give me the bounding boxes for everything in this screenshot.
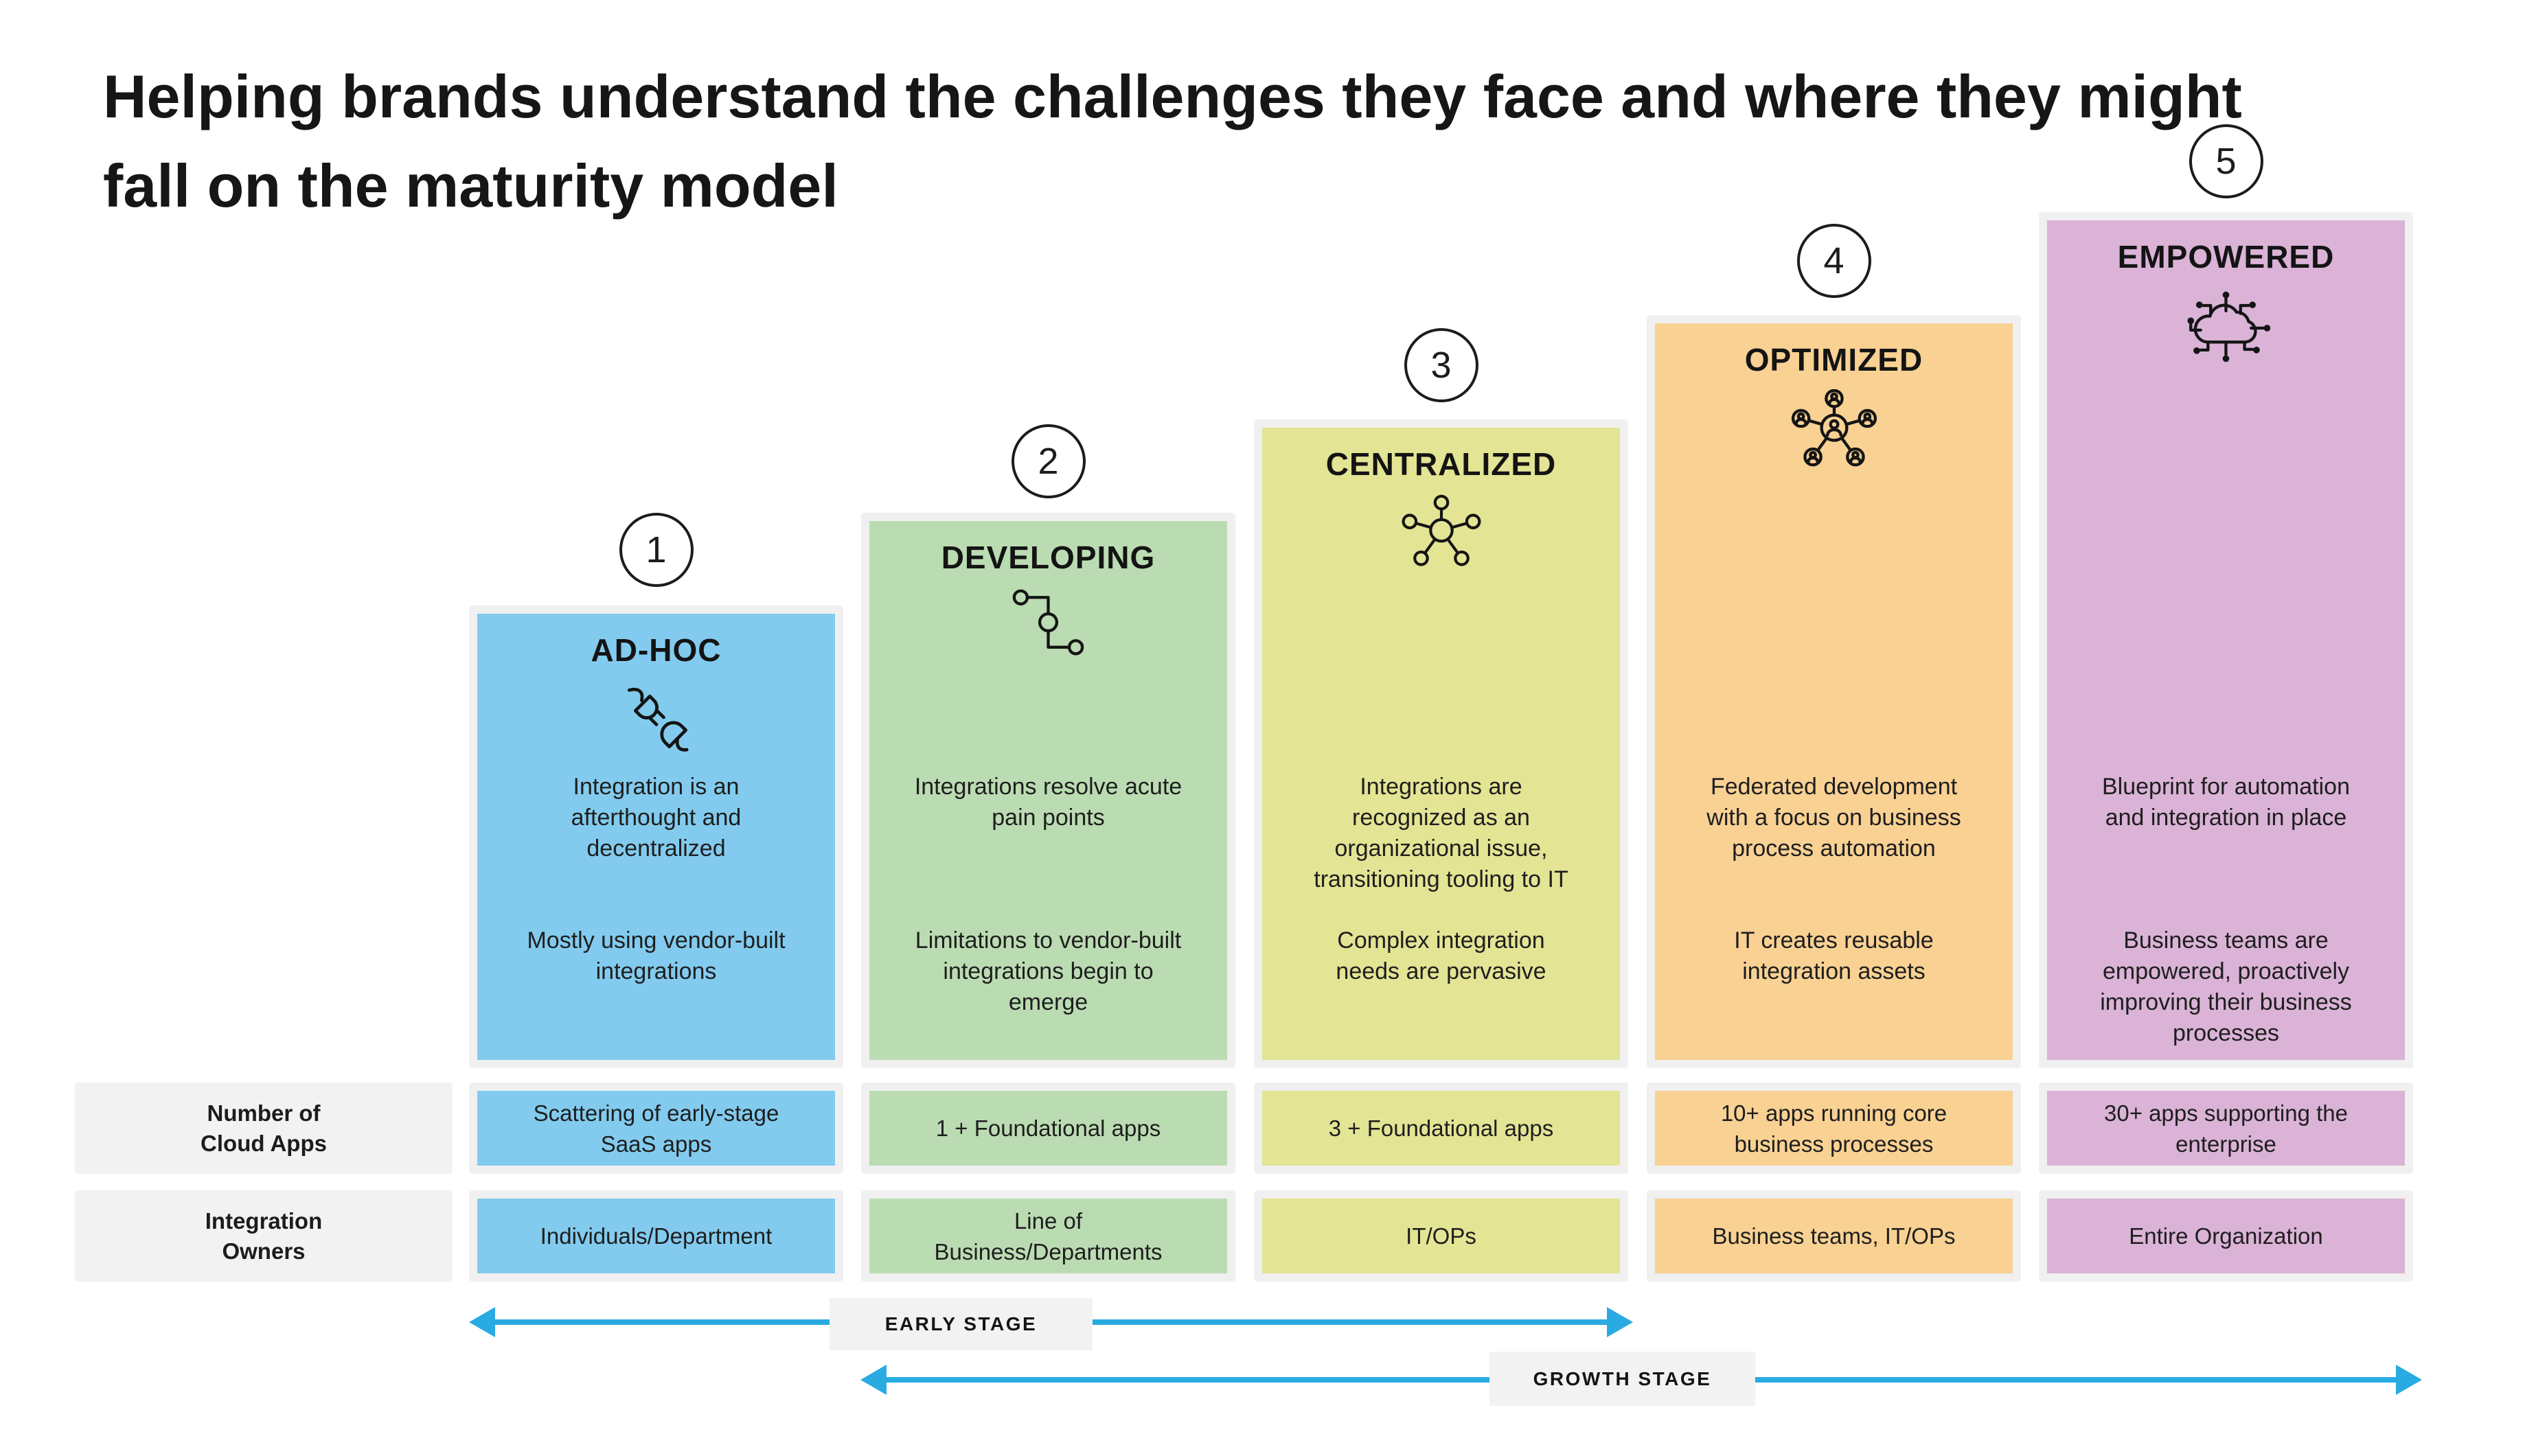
stage-title: CENTRALIZED — [1325, 446, 1557, 482]
stage-title: OPTIMIZED — [1744, 342, 1923, 378]
stage-number-badge: 1 — [619, 513, 694, 587]
stage-column-centralized: 3 CENTRALIZED Integrat — [1254, 0, 1628, 1456]
stage-column-empowered: 5 EMPOWERED Blueprint for automation and… — [2039, 0, 2413, 1456]
stage-number-badge: 2 — [1011, 424, 1086, 498]
connected-nodes-steps-icon — [869, 587, 1227, 659]
stage-column-ad-hoc: 1 AD-HOC Integration is an afterthought … — [469, 0, 843, 1456]
row-header-cloud-apps: Number of Cloud Apps — [75, 1083, 453, 1174]
stage-panel: EMPOWERED — [2039, 212, 2413, 1068]
stage-number: 4 — [1823, 240, 1844, 281]
stage-description: Integrations resolve acute pain points — [914, 774, 1182, 831]
stage-description: IT creates reusable integration assets — [1734, 927, 1934, 984]
stage-panel: AD-HOC — [469, 605, 843, 1068]
integration-owners-cell: IT/OPs — [1254, 1190, 1628, 1282]
stage-number: 3 — [1430, 345, 1452, 386]
page-title: Helping brands understand the challenges… — [103, 62, 2242, 220]
hub-spoke-network-icon — [1262, 494, 1620, 570]
stage-number-badge: 3 — [1404, 328, 1478, 402]
stage-panel: OPTIMIZED — [1647, 315, 2021, 1068]
stage-description: Federated development with a focus on bu… — [1706, 774, 1961, 862]
stage-description: Blueprint for automation and integration… — [2102, 774, 2350, 831]
row-header-integration-owners: Integration Owners — [75, 1190, 453, 1282]
cloud-apps-cell: Scattering of early-stage SaaS apps — [469, 1083, 843, 1174]
early-stage-label: EARLY STAGE — [830, 1298, 1093, 1350]
arrowhead-right-icon — [1607, 1307, 1633, 1337]
stage-title: EMPOWERED — [2117, 239, 2335, 275]
integration-owners-cell: Business teams, IT/OPs — [1647, 1190, 2021, 1282]
stage-panel: DEVELOPING — [861, 513, 1235, 1068]
cloud-network-icon — [2047, 286, 2405, 369]
stage-number: 1 — [645, 529, 667, 570]
stage-column-optimized: 4 OPTIMIZED — [1647, 0, 2021, 1456]
cloud-apps-cell: 1 + Foundational apps — [861, 1083, 1235, 1174]
stage-description: Integration is an afterthought and decen… — [571, 774, 742, 862]
stage-description: Integrations are recognized as an organi… — [1314, 774, 1568, 892]
arrowhead-left-icon — [860, 1365, 887, 1395]
integration-owners-cell: Line of Business/Departments — [861, 1190, 1235, 1282]
stage-number: 5 — [2215, 141, 2237, 182]
stage-panel: CENTRALIZED — [1254, 419, 1628, 1068]
integration-owners-cell: Individuals/Department — [469, 1190, 843, 1282]
unplugged-connectors-icon — [477, 680, 835, 755]
cloud-apps-cell: 10+ apps running core business processes — [1647, 1083, 2021, 1174]
stage-description: Mostly using vendor-built integrations — [527, 927, 786, 984]
stage-description: Complex integration needs are pervasive — [1336, 927, 1546, 984]
people-network-icon — [1655, 389, 2013, 469]
stage-title: DEVELOPING — [941, 540, 1156, 575]
stage-column-developing: 2 DEVELOPING Integrations resolve acute … — [861, 0, 1235, 1456]
stage-description: Limitations to vendor-built integrations… — [915, 927, 1182, 1015]
growth-stage-label: GROWTH STAGE — [1489, 1352, 1755, 1406]
stage-description: Business teams are empowered, proactivel… — [2100, 927, 2352, 1046]
stage-number: 2 — [1038, 441, 1059, 482]
stage-title: AD-HOC — [591, 632, 722, 668]
stage-number-badge: 5 — [2189, 124, 2263, 198]
cloud-apps-cell: 30+ apps supporting the enterprise — [2039, 1083, 2413, 1174]
integration-owners-cell: Entire Organization — [2039, 1190, 2413, 1282]
stage-number-badge: 4 — [1796, 224, 1871, 298]
arrowhead-left-icon — [469, 1307, 495, 1337]
arrowhead-right-icon — [2396, 1365, 2422, 1395]
cloud-apps-cell: 3 + Foundational apps — [1254, 1083, 1628, 1174]
